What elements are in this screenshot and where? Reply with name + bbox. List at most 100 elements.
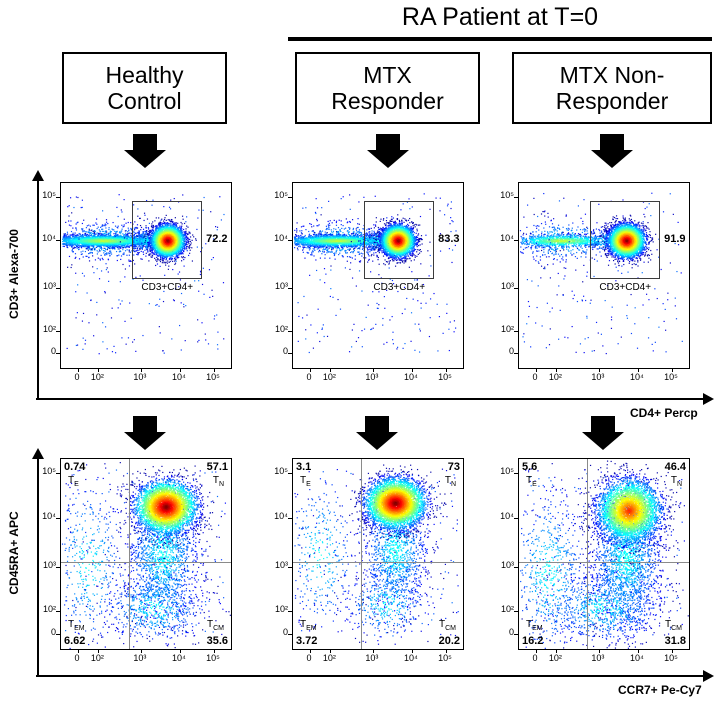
quadrant-label-tn: TN — [671, 475, 682, 488]
quadrant-label-subscript: E — [306, 481, 311, 488]
x-axis-tick — [310, 368, 311, 372]
x-tick-label: 10³ — [365, 653, 379, 663]
y-axis-tick — [514, 517, 518, 519]
gate-rect — [132, 200, 203, 280]
quadrant-label-subscript: EM — [532, 625, 543, 632]
x-axis-tick — [412, 649, 413, 653]
quadrant-percent-tn: 73 — [447, 461, 460, 473]
y-tick-label: 0 — [508, 626, 514, 637]
down-arrow-icon — [367, 134, 409, 168]
y-tick-label: 0 — [50, 346, 56, 357]
quadrant-label-base: T — [68, 619, 75, 630]
y-tick-label: 10⁴ — [274, 510, 288, 521]
scatter-canvas-healthy-memory — [61, 459, 231, 649]
y-tick-label: 0 — [282, 626, 288, 637]
y-axis-tick — [56, 633, 60, 635]
quadrant-label-base: T — [439, 619, 446, 630]
y-axis-tick — [288, 288, 292, 290]
x-axis-tick — [214, 649, 215, 653]
arrow-shaft — [133, 134, 157, 150]
x-axis-tick — [598, 649, 600, 653]
quadrant-percent-tem: 3.72 — [296, 635, 318, 647]
x-tick-label: 10⁵ — [664, 653, 678, 663]
x-axis-tick — [672, 368, 673, 372]
y-axis-tick — [514, 240, 518, 242]
quadrant-label-tem: TEM — [526, 619, 543, 632]
arrow-shaft — [600, 134, 624, 150]
y-axis-tick — [288, 567, 292, 569]
y-tick-label: 10² — [274, 604, 288, 614]
x-tick-label: 10⁴ — [172, 653, 186, 663]
quadrant-divider-horizontal — [61, 561, 231, 563]
y-tick-label: 10⁴ — [42, 510, 56, 521]
x-tick-label: 10³ — [133, 372, 147, 382]
y-axis-tick — [56, 611, 60, 612]
quadrant-divider-horizontal — [519, 561, 689, 563]
quadrant-label-base: T — [68, 475, 75, 486]
quadrant-label-base: T — [300, 619, 307, 630]
quadrant-percent-tcm: 31.8 — [664, 635, 686, 647]
y-tick-label: 0 — [50, 626, 56, 637]
header-box-mtx-non-responder: MTX Non-Responder — [512, 52, 712, 124]
x-axis-tick — [556, 649, 558, 653]
x-tick-label: 10⁴ — [630, 372, 644, 382]
gate-percent: 72.2 — [206, 232, 228, 245]
figure-title: RA Patient at T=0 — [401, 3, 599, 31]
y-axis-tick — [288, 240, 292, 242]
y-axis-tick — [514, 611, 518, 612]
y-axis-tick — [56, 567, 60, 569]
x-tick-label: 10⁵ — [206, 653, 220, 663]
x-axis-tick — [638, 368, 639, 372]
y-tick-label: 10² — [500, 324, 514, 334]
quadrant-percent-tem: 6.62 — [64, 635, 86, 647]
scatter-canvas-responder-memory — [293, 459, 463, 649]
row2-y-axis-arrow — [37, 458, 39, 675]
y-axis-tick — [288, 611, 292, 612]
quadrant-divider-vertical — [129, 459, 130, 649]
quadrant-percent-te: 3.1 — [296, 461, 312, 473]
quadrant-label-base: T — [300, 475, 307, 486]
quadrant-percent-te: 5.6 — [522, 461, 538, 473]
x-axis-tick — [330, 368, 332, 372]
gate-percent: 91.9 — [664, 232, 686, 245]
x-tick-label: 10³ — [133, 653, 147, 663]
gate-rect — [590, 200, 661, 280]
y-axis-tick — [514, 331, 518, 332]
quadrant-label-tem: TEM — [68, 619, 85, 632]
y-tick-label: 10⁴ — [274, 233, 288, 244]
x-tick-label: 10³ — [365, 372, 379, 382]
quadrant-label-subscript: N — [450, 481, 456, 488]
y-axis-tick — [288, 331, 292, 332]
title-underline — [288, 37, 712, 41]
quadrant-label-base: T — [444, 475, 451, 486]
y-tick-label: 10² — [42, 604, 56, 614]
down-arrow-icon — [356, 416, 398, 450]
x-tick-label: 0 — [74, 653, 80, 663]
x-axis-tick — [330, 649, 332, 653]
x-axis-tick — [140, 649, 142, 653]
y-axis-tick — [56, 288, 60, 290]
x-tick-label: 10³ — [591, 372, 605, 382]
quadrant-percent-tn: 57.1 — [206, 461, 228, 473]
gate-label: CD3+CD4+ — [599, 282, 652, 294]
quadrant-label-base: T — [526, 619, 533, 630]
arrow-head — [582, 432, 624, 450]
y-axis-tick — [288, 353, 292, 355]
x-axis-tick — [446, 368, 447, 372]
x-axis-tick — [672, 649, 673, 653]
y-tick-label: 10⁴ — [500, 510, 514, 521]
flow-plot-responder-cd3cd4: CD3+CD4+83.3 — [288, 182, 464, 372]
quadrant-label-te: TE — [526, 475, 537, 488]
x-tick-label: 10² — [548, 653, 562, 663]
y-axis-tick — [56, 197, 60, 199]
quadrant-label-base: T — [207, 619, 214, 630]
y-axis-tick — [56, 240, 60, 242]
row2-x-axis-label: CCR7+ Pe-Cy7 — [618, 683, 702, 697]
arrow-shaft — [365, 416, 389, 432]
row1-y-axis-arrow — [37, 180, 39, 398]
x-axis-tick — [98, 649, 100, 653]
y-tick-label: 0 — [508, 346, 514, 357]
arrow-shaft — [133, 416, 157, 432]
